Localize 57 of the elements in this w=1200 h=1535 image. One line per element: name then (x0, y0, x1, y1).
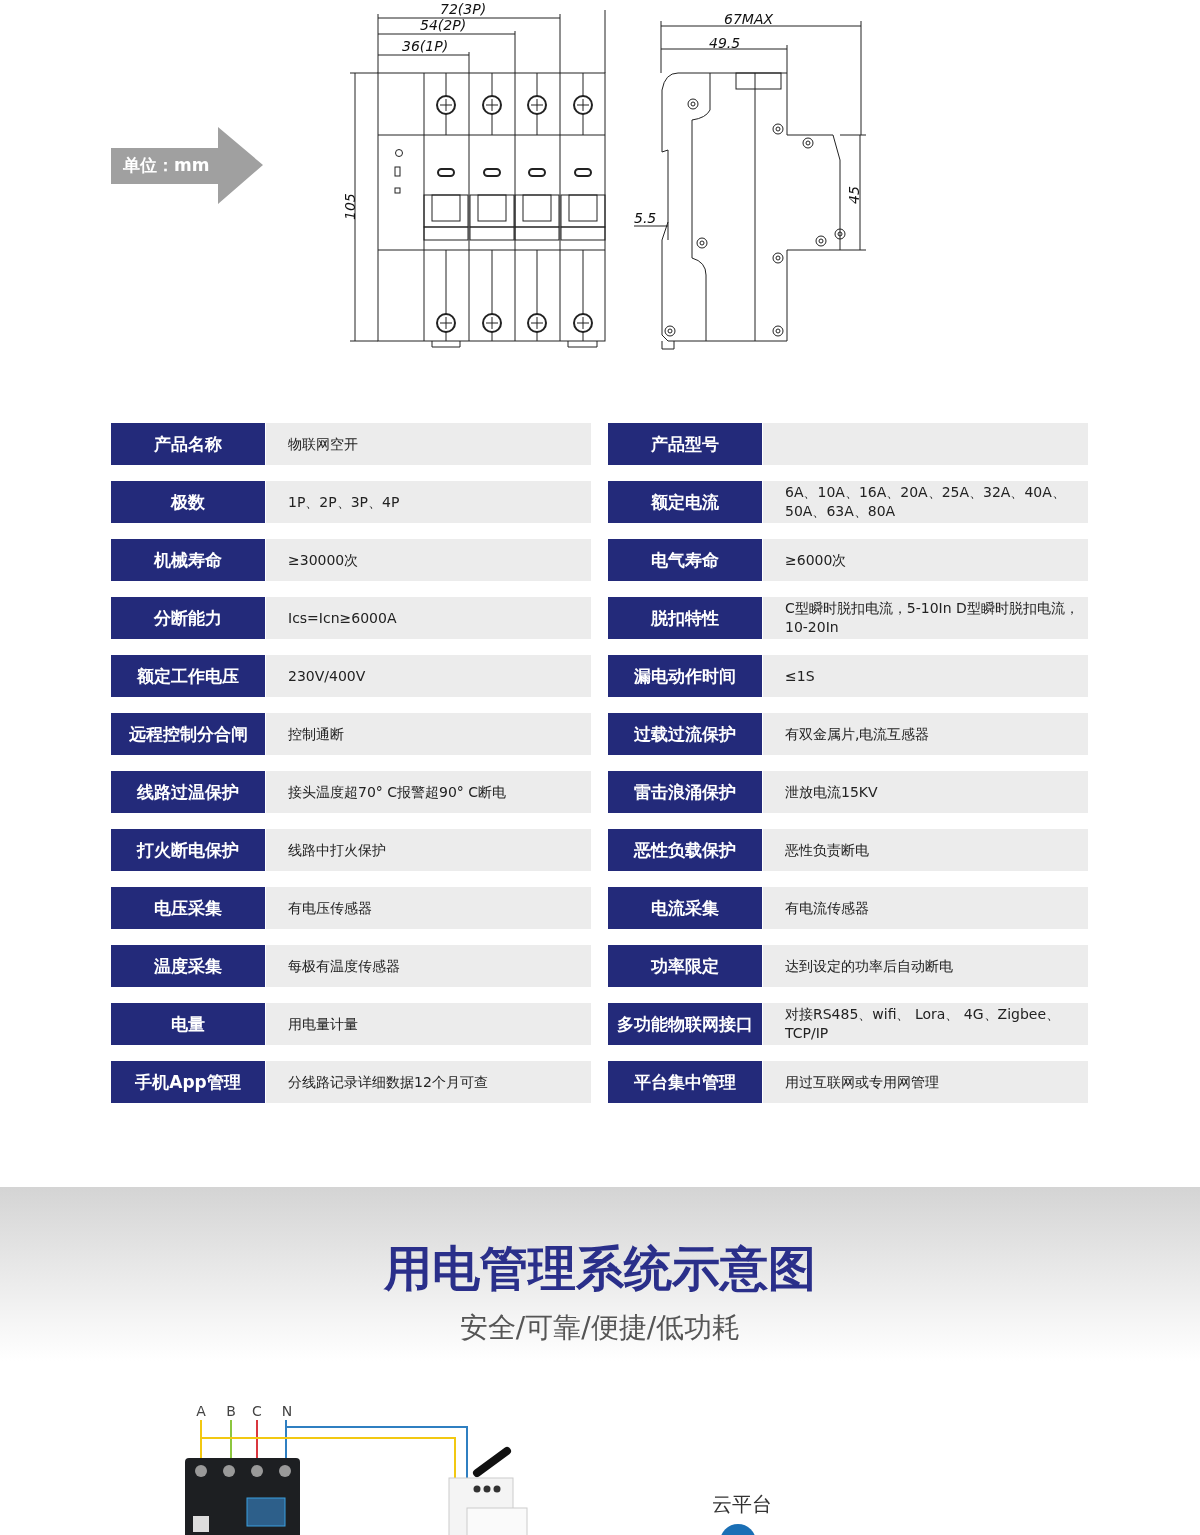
spec-value-cell: 控制通断 (266, 713, 591, 755)
spec-name-cell: 分断能力 (111, 597, 265, 639)
spec-name-cell: 远程控制分合闸 (111, 713, 265, 755)
spec-value-cell: 分线路记录详细数据12个月可查 (266, 1061, 591, 1103)
spec-name-cell: 产品型号 (608, 423, 762, 465)
spec-value-cell: 每极有温度传感器 (266, 945, 591, 987)
phase-label: C (249, 1402, 265, 1420)
node-caption: 云平台 (712, 1492, 772, 1516)
spec-value-cell: Ics=Icn≥6000A (266, 597, 591, 639)
spec-name-cell: 线路过温保护 (111, 771, 265, 813)
subtitle: 安全/可靠/便捷/低功耗 (459, 1311, 741, 1344)
spec-value-cell: ≥30000次 (266, 539, 591, 581)
spec-value-cell: 物联网空开 (266, 423, 591, 465)
spec-name-cell: 极数 (111, 481, 265, 523)
spec-name-cell: 恶性负载保护 (608, 829, 762, 871)
device-drawing (185, 1458, 300, 1535)
spec-value-cell: 线路中打火保护 (266, 829, 591, 871)
spec-name-cell: 手机App管理 (111, 1061, 265, 1103)
wire (200, 1419, 456, 1479)
spec-name-cell: 脱扣特性 (608, 597, 762, 639)
spec-name-cell: 过载过流保护 (608, 713, 762, 755)
phase-label: B (223, 1402, 239, 1420)
spec-name-cell: 电压采集 (111, 887, 265, 929)
dimension-label: 105 (342, 193, 358, 220)
spec-value-cell: 接头温度超70° C报警超90° C断电 (266, 771, 591, 813)
spec-name-cell: 产品名称 (111, 423, 265, 465)
wire (256, 1419, 258, 1459)
spec-name-cell: 漏电动作时间 (608, 655, 762, 697)
spec-value-cell: 有电压传感器 (266, 887, 591, 929)
page-title: 用电管理系统示意图 (384, 1240, 816, 1296)
phase-label: N (279, 1402, 295, 1420)
dimension-label: 72(3P) (440, 1, 487, 17)
wire (230, 1419, 232, 1459)
spec-name-cell: 机械寿命 (111, 539, 265, 581)
spec-name-cell: 功率限定 (608, 945, 762, 987)
dimension-label: 67MAX (724, 11, 774, 27)
unit-arrow: 单位：mm (111, 127, 263, 204)
spec-value-cell: 230V/400V (266, 655, 591, 697)
spec-name-cell: 电气寿命 (608, 539, 762, 581)
spec-name-cell: 雷击浪涌保护 (608, 771, 762, 813)
dimension-label: 45 (846, 186, 862, 204)
spec-name-cell: 平台集中管理 (608, 1061, 762, 1103)
spec-name-cell: 温度采集 (111, 945, 265, 987)
spec-name-cell: 电流采集 (608, 887, 762, 929)
spec-name-cell: 额定电流 (608, 481, 762, 523)
spec-name-cell: 额定工作电压 (111, 655, 265, 697)
dimension-label: 54(2P) (420, 17, 467, 33)
spec-name-cell: 打火断电保护 (111, 829, 265, 871)
spec-value-cell: 1P、2P、3P、4P (266, 481, 591, 523)
dimension-label: 49.5 (709, 35, 741, 51)
wire (285, 1419, 468, 1479)
phase-label: A (193, 1402, 209, 1420)
spec-name-cell: 电量 (111, 1003, 265, 1045)
dimension-label: 36(1P) (402, 38, 449, 54)
spec-value-cell: 用电量计量 (266, 1003, 591, 1045)
dimension-label: 5.5 (634, 210, 657, 226)
spec-name-cell: 多功能物联网接口 (608, 1003, 762, 1045)
